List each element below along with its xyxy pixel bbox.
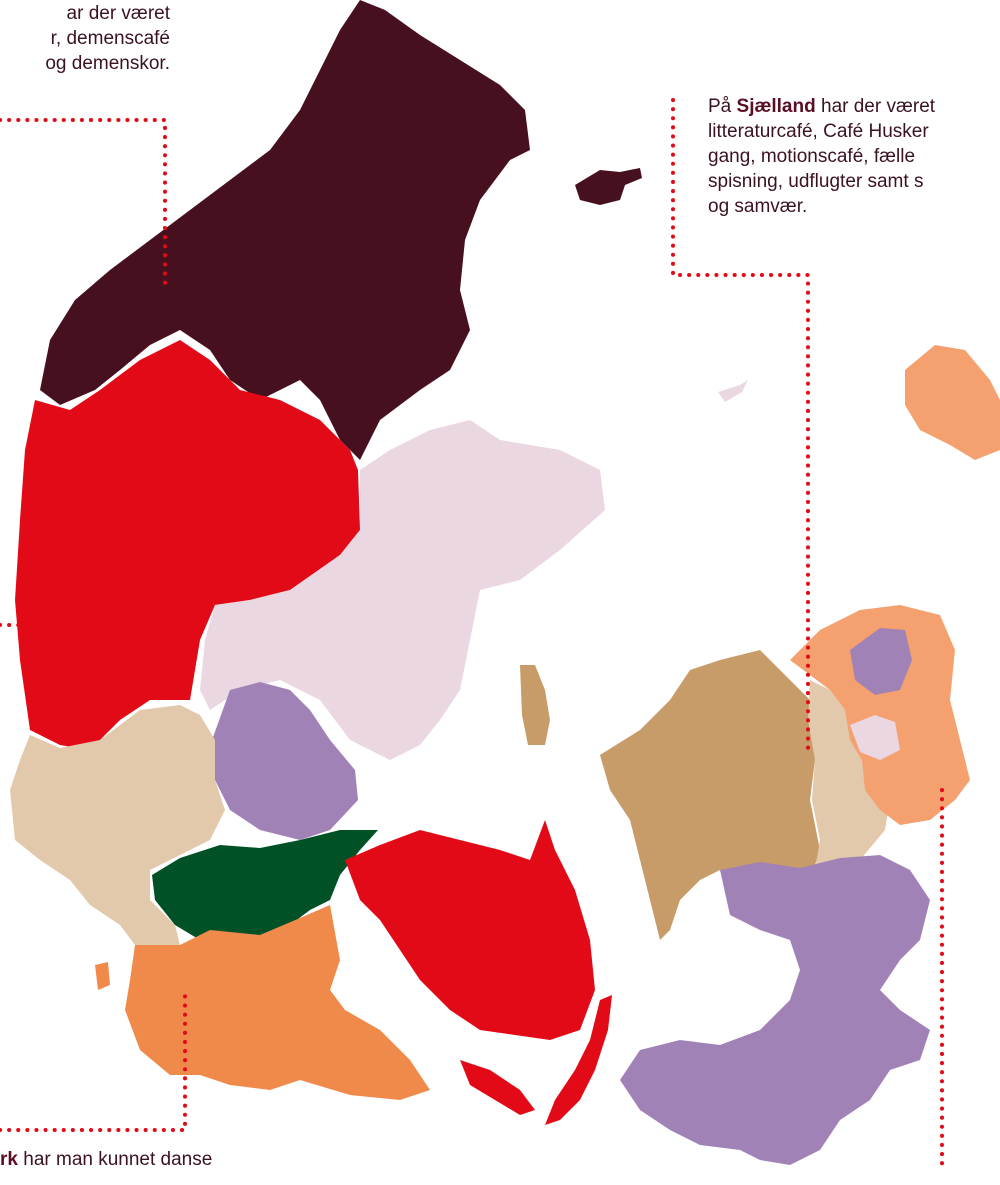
callout-nordjylland: ar der været r, demenscafé og demenskor. bbox=[0, 1, 170, 76]
callout-syd: rk har man kunnet danse bbox=[0, 1147, 212, 1172]
callout-line-rest: har der været bbox=[815, 96, 936, 117]
callout-bold-region: Sjælland bbox=[736, 96, 816, 117]
island-bornholm bbox=[905, 345, 1000, 460]
callout-line: litteraturcafé, Café Husker bbox=[708, 121, 929, 142]
leader-nordjylland bbox=[0, 118, 167, 292]
region-midtjylland-west bbox=[15, 340, 360, 750]
region-hovedstaden bbox=[790, 605, 970, 825]
callout-line: og demenskor. bbox=[45, 53, 170, 74]
region-syddanmark-south bbox=[125, 905, 430, 1100]
region-capital-lavender bbox=[850, 628, 912, 695]
island-laeso bbox=[575, 168, 642, 205]
region-nordjylland bbox=[40, 0, 530, 460]
island-anholt bbox=[718, 380, 748, 402]
region-capital-pink bbox=[850, 715, 900, 760]
region-green bbox=[152, 830, 378, 945]
region-east-zealand bbox=[808, 680, 890, 880]
callout-line: ar der været bbox=[66, 3, 170, 24]
island-langeland bbox=[545, 995, 612, 1125]
callout-line: r, demenscafé bbox=[50, 28, 170, 49]
callout-sjaelland: På Sjælland har der været litteraturcafé… bbox=[708, 94, 935, 219]
region-fyn bbox=[345, 820, 595, 1040]
callout-line: På Sjælland har der været bbox=[708, 94, 935, 119]
callout-line: spisning, udflugter samt s bbox=[708, 171, 924, 192]
callout-leaders bbox=[0, 98, 944, 1172]
island-samso bbox=[520, 665, 550, 745]
region-central-lavender bbox=[212, 682, 358, 840]
callout-line-rest: har man kunnet danse bbox=[17, 1149, 213, 1170]
callout-line: og samvær. bbox=[708, 196, 808, 217]
region-southwest bbox=[10, 705, 225, 945]
island-aero bbox=[460, 1060, 535, 1115]
island-small-west bbox=[95, 962, 110, 990]
leader-sjaelland bbox=[671, 98, 810, 752]
region-east-jutland bbox=[200, 420, 605, 760]
callout-line: gang, motionscafé, fælle bbox=[708, 146, 916, 167]
callout-prefix: På bbox=[708, 96, 737, 117]
region-south-zealand bbox=[620, 855, 930, 1165]
leader-syd bbox=[0, 993, 187, 1132]
callout-bold-region: rk bbox=[0, 1149, 18, 1170]
